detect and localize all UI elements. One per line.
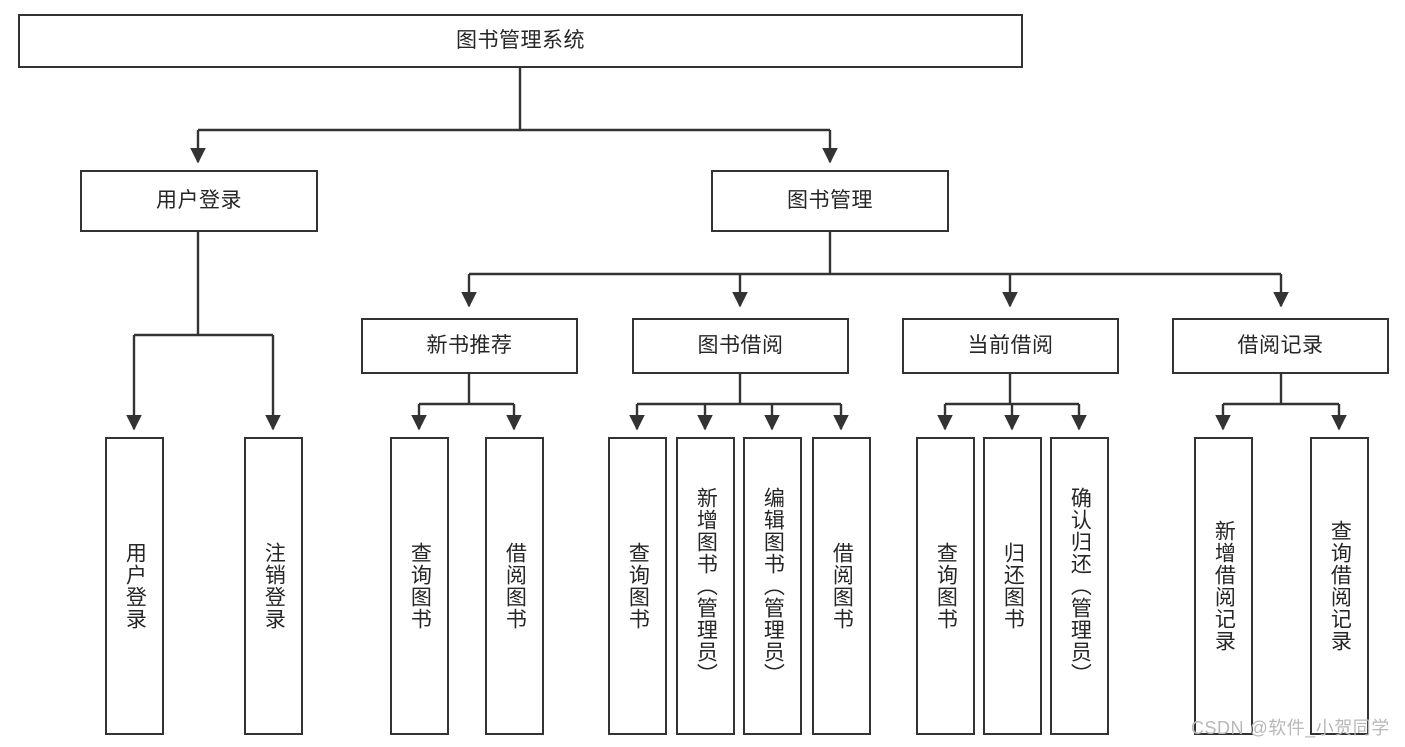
leaf-logout[interactable]: 注销登录	[244, 437, 303, 735]
node-borrow-record[interactable]: 借阅记录	[1172, 318, 1389, 374]
node-label: 编辑图书（管理员）	[761, 487, 785, 685]
node-new-book-recommend[interactable]: 新书推荐	[361, 318, 578, 374]
node-label: 当前借阅	[967, 334, 1054, 358]
node-label: 查询借阅记录	[1328, 520, 1352, 652]
leaf-edit-book-admin[interactable]: 编辑图书（管理员）	[743, 437, 802, 735]
leaf-query-book-borrow[interactable]: 查询图书	[608, 437, 667, 735]
node-book-management[interactable]: 图书管理	[711, 170, 949, 232]
node-label: 查询图书	[626, 542, 650, 630]
leaf-add-borrow-record[interactable]: 新增借阅记录	[1194, 437, 1253, 735]
node-label: 借阅图书	[830, 542, 854, 630]
node-label: 用户登录	[156, 189, 242, 213]
leaf-query-book-current[interactable]: 查询图书	[916, 437, 975, 735]
node-label: 确认归还（管理员）	[1068, 487, 1092, 685]
node-label: 用户登录	[123, 542, 147, 630]
node-label: 新书推荐	[426, 334, 513, 358]
node-user-login[interactable]: 用户登录	[80, 170, 318, 232]
leaf-return-book[interactable]: 归还图书	[983, 437, 1042, 735]
leaf-query-borrow-record[interactable]: 查询借阅记录	[1310, 437, 1369, 735]
node-book-borrow[interactable]: 图书借阅	[632, 318, 849, 374]
leaf-add-book-admin[interactable]: 新增图书（管理员）	[676, 437, 735, 735]
node-label: 借阅图书	[503, 542, 527, 630]
leaf-query-book-new[interactable]: 查询图书	[390, 437, 449, 735]
node-label: 借阅记录	[1237, 334, 1324, 358]
leaf-borrow-book-new[interactable]: 借阅图书	[485, 437, 544, 735]
csdn-watermark: CSDN @软件_小贺同学	[1191, 718, 1390, 738]
node-label: 注销登录	[262, 542, 286, 630]
leaf-borrow-book[interactable]: 借阅图书	[812, 437, 871, 735]
node-label: 图书管理	[787, 189, 873, 213]
node-label: 查询图书	[934, 542, 958, 630]
node-label: 归还图书	[1001, 542, 1025, 630]
node-label: 新增借阅记录	[1212, 520, 1236, 652]
node-label: 查询图书	[408, 542, 432, 630]
leaf-confirm-return-admin[interactable]: 确认归还（管理员）	[1050, 437, 1109, 735]
node-label: 新增图书（管理员）	[694, 487, 718, 685]
node-root-system[interactable]: 图书管理系统	[18, 14, 1023, 68]
node-current-borrow[interactable]: 当前借阅	[902, 318, 1119, 374]
node-label: 图书借阅	[697, 334, 784, 358]
node-label: 图书管理系统	[456, 29, 585, 53]
leaf-user-login[interactable]: 用户登录	[105, 437, 164, 735]
